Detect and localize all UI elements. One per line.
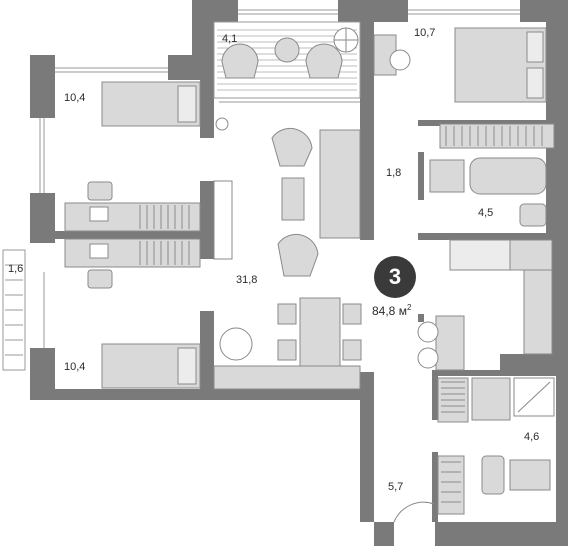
room-label-loggia: 4,1: [222, 33, 238, 45]
room-label-entrance: 5,7: [388, 481, 404, 493]
wardrobe-hatching: [139, 126, 551, 503]
room-label-bedroom-right: 10,7: [414, 27, 436, 39]
balcony-left: [2, 249, 26, 371]
total-area-unit: 2: [406, 303, 412, 312]
room-label-bedroom-left-top: 10,4: [64, 92, 86, 104]
room-label-living: 31,8: [236, 274, 258, 286]
room-label-hall: 1,8: [386, 167, 402, 179]
total-area-value: 84,8 м: [372, 304, 407, 318]
walls: [30, 0, 568, 546]
total-area: 84,8 м2: [372, 303, 411, 318]
room-label-bedroom-left-bottom: 10,4: [64, 361, 86, 373]
room-label-wc: 4,6: [524, 431, 540, 443]
room-label-balcony: 1,6: [8, 263, 24, 275]
rooms-count-badge: 3: [374, 256, 416, 298]
room-label-bathroom: 4,5: [478, 207, 494, 219]
loggia-top: [213, 21, 361, 99]
furniture: [64, 27, 555, 523]
